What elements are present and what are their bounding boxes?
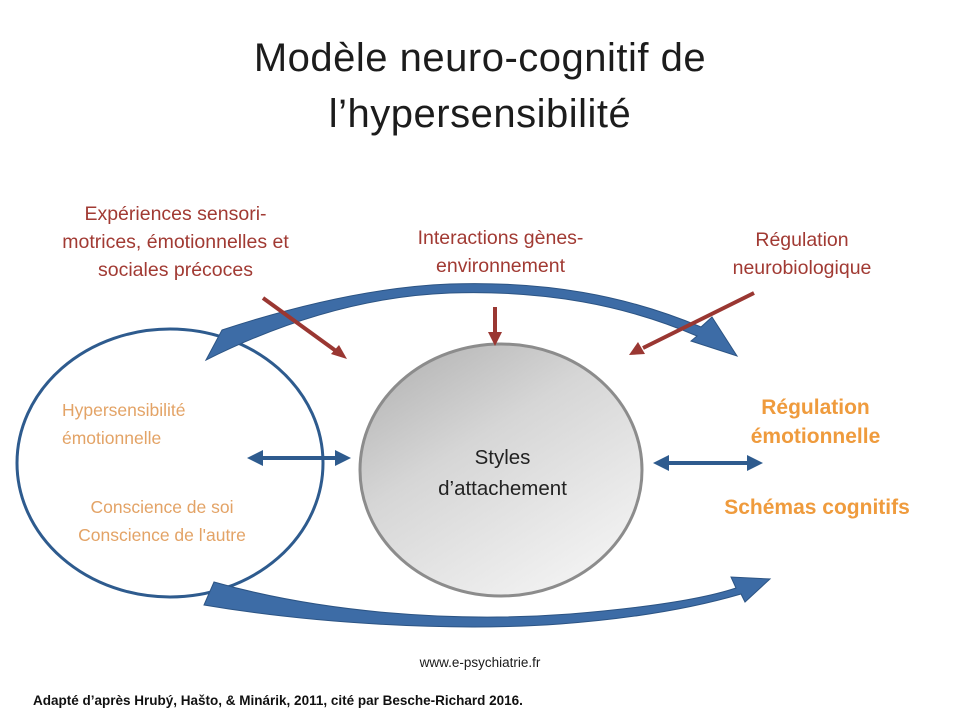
label-conscience-line2: Conscience de l'autre: [78, 525, 246, 545]
label-conscience-line1: Conscience de soi: [90, 497, 234, 517]
label-regulation-emotionnelle: Régulation émotionnelle: [723, 393, 908, 451]
label-styles-line2: d’attachement: [438, 477, 567, 500]
red-arrow-experiences: [261, 296, 347, 359]
label-interactions: Interactions gènes- environnement: [383, 224, 618, 280]
label-styles-attachement: Styles d’attachement: [405, 442, 600, 504]
label-experiences-line2: motrices, émotionnelles et: [62, 231, 289, 253]
label-hypersensibilite: Hypersensibilité émotionnelle: [62, 396, 272, 452]
label-regemo-line2: émotionnelle: [750, 425, 881, 448]
label-regemo-line1: Régulation: [761, 396, 870, 419]
website-text: www.e-psychiatrie.fr: [419, 655, 541, 670]
left-circle-shape: [15, 327, 325, 599]
attachment-ellipse-shape: [358, 342, 644, 598]
label-conscience: Conscience de soi Conscience de l'autre: [42, 493, 282, 549]
label-regneuro-line1: Régulation: [755, 229, 849, 251]
red-arrow-interactions: [488, 307, 502, 346]
double-arrow-left: [247, 450, 351, 466]
label-experiences-line1: Expériences sensori-: [84, 203, 267, 225]
label-styles-line1: Styles: [474, 446, 531, 469]
slide-title: Modèle neuro-cognitif de l’hypersensibil…: [0, 30, 960, 142]
label-experiences-line3: sociales précoces: [98, 259, 253, 281]
label-interactions-line2: environnement: [436, 255, 565, 277]
red-arrow-regulation: [629, 291, 755, 355]
citation-text: Adapté d’après Hrubý, Hašto, & Minárik, …: [33, 693, 523, 708]
slide-title-line2: l’hypersensibilité: [328, 92, 632, 136]
label-interactions-line1: Interactions gènes-: [417, 227, 584, 249]
top-curved-arrow: [204, 283, 739, 362]
label-regulation-neurobiologique: Régulation neurobiologique: [692, 226, 912, 282]
label-hypersensibilite-line2: émotionnelle: [62, 428, 162, 448]
label-schemas-cognitifs: Schémas cognitifs: [724, 496, 910, 519]
label-hypersensibilite-line1: Hypersensibilité: [62, 400, 186, 420]
label-regneuro-line2: neurobiologique: [732, 257, 872, 279]
label-experiences: Expériences sensori- motrices, émotionne…: [28, 200, 323, 284]
slide-title-line1: Modèle neuro-cognitif de: [253, 36, 707, 80]
bottom-curved-arrow: [203, 576, 772, 628]
double-arrow-right: [653, 455, 763, 471]
